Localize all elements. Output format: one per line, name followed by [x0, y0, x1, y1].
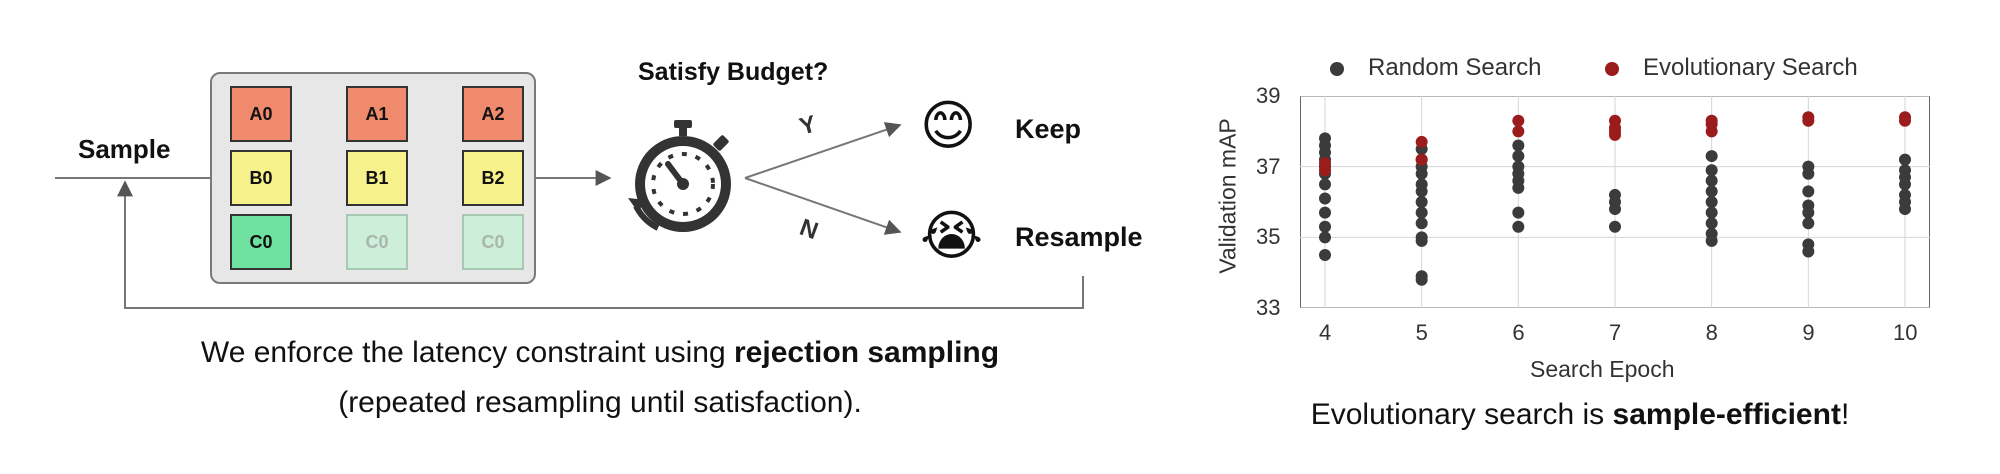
legend-label-random: Random Search	[1368, 54, 1542, 81]
random-search-point	[1319, 192, 1331, 205]
random-search-point	[1415, 196, 1428, 208]
random-search-point	[1415, 185, 1428, 198]
x-tick-label: 5	[1415, 320, 1428, 345]
random-search-point	[1415, 167, 1428, 180]
grid-cell-a1: A1	[346, 86, 408, 142]
x-tick-label: 4	[1319, 320, 1332, 345]
evolutionary-search-point	[1415, 135, 1428, 148]
data-points	[1319, 111, 1911, 286]
x-tick-label: 10	[1893, 320, 1918, 345]
random-search-point	[1609, 220, 1621, 233]
evolutionary-search-point	[1415, 153, 1428, 166]
evolutionary-search-point	[1802, 114, 1815, 127]
grid-cell-c0-faded: C0	[462, 214, 524, 270]
random-search-point	[1415, 217, 1428, 230]
grid-cell-b2: B2	[462, 150, 524, 206]
random-search-point	[1512, 220, 1525, 233]
random-search-point	[1319, 249, 1331, 261]
resample-label: Resample	[1015, 222, 1143, 252]
legend-marker-random	[1330, 62, 1344, 76]
random-search-point	[1319, 231, 1331, 244]
random-search-point	[1512, 181, 1525, 194]
x-tick-label: 9	[1802, 320, 1815, 345]
random-search-point	[1705, 164, 1718, 177]
crying-face-icon: 😭	[920, 206, 984, 266]
grid-cell-c0-faded: C0	[346, 214, 408, 270]
random-search-point	[1802, 245, 1815, 258]
smiling-face-icon: 😊	[920, 96, 977, 156]
evolutionary-search-point	[1609, 128, 1621, 141]
y-tick-label: 37	[1256, 153, 1281, 179]
random-search-point	[1705, 234, 1718, 247]
grid-cell-b1: B1	[346, 150, 408, 206]
random-search-point	[1899, 203, 1911, 216]
chart-caption: Evolutionary search is sample-efficient!	[1310, 398, 1850, 431]
x-axis-label: Search Epoch	[1530, 356, 1675, 382]
legend-label-evolutionary: Evolutionary Search	[1643, 54, 1858, 81]
x-tick-label: 8	[1705, 320, 1718, 345]
grid-cell-a2: A2	[462, 86, 524, 142]
random-search-point	[1319, 206, 1331, 219]
random-search-point	[1319, 178, 1331, 191]
y-tick-label: 33	[1256, 295, 1281, 320]
y-tick-label: 35	[1256, 224, 1281, 250]
evolutionary-search-point	[1512, 125, 1525, 138]
random-search-point	[1802, 185, 1815, 198]
evolutionary-search-point	[1899, 114, 1911, 127]
random-search-point	[1899, 153, 1911, 166]
diagram-caption-line1: We enforce the latency constraint using …	[200, 336, 1000, 369]
x-tick-label: 7	[1609, 320, 1622, 345]
legend-marker-evolutionary	[1605, 62, 1619, 76]
random-search-point	[1705, 196, 1718, 208]
random-search-point	[1802, 206, 1815, 219]
x-tick-label: 6	[1512, 320, 1525, 345]
y-axis-label: Validation mAP	[1214, 118, 1241, 274]
budget-question: Satisfy Budget?	[638, 58, 829, 86]
random-search-point	[1705, 174, 1718, 187]
yes-branch-arrow	[744, 122, 902, 179]
resample-loop-arrow	[117, 180, 1084, 309]
grid-cell-a0: A0	[230, 86, 292, 142]
evolutionary-search-point	[1319, 164, 1331, 177]
random-search-point	[1705, 206, 1718, 219]
random-search-point	[1512, 150, 1525, 163]
evolutionary-search-point	[1705, 125, 1718, 138]
random-search-point	[1705, 185, 1718, 198]
random-search-point	[1705, 217, 1718, 230]
random-search-point	[1319, 220, 1331, 233]
plot-area	[1300, 96, 1930, 308]
random-search-point	[1415, 273, 1428, 286]
grid-cell-b0: B0	[230, 150, 292, 206]
sample-label: Sample	[78, 134, 171, 164]
keep-label: Keep	[1015, 114, 1082, 144]
random-search-point	[1705, 150, 1718, 163]
evolutionary-search-point	[1512, 114, 1525, 127]
random-search-point	[1512, 206, 1525, 219]
stopwatch-icon	[628, 120, 731, 232]
random-search-point	[1512, 139, 1525, 152]
random-search-point	[1899, 178, 1911, 191]
diagram-caption-line2: (repeated resampling until satisfaction)…	[338, 386, 862, 419]
random-search-point	[1802, 167, 1815, 180]
grid-cell-c0: C0	[230, 214, 292, 270]
random-search-point	[1802, 217, 1815, 230]
random-search-point	[1415, 206, 1428, 219]
random-search-point	[1415, 234, 1428, 247]
y-tick-label: 39	[1256, 83, 1281, 108]
no-branch-arrow	[744, 177, 902, 235]
random-search-point	[1609, 203, 1621, 216]
